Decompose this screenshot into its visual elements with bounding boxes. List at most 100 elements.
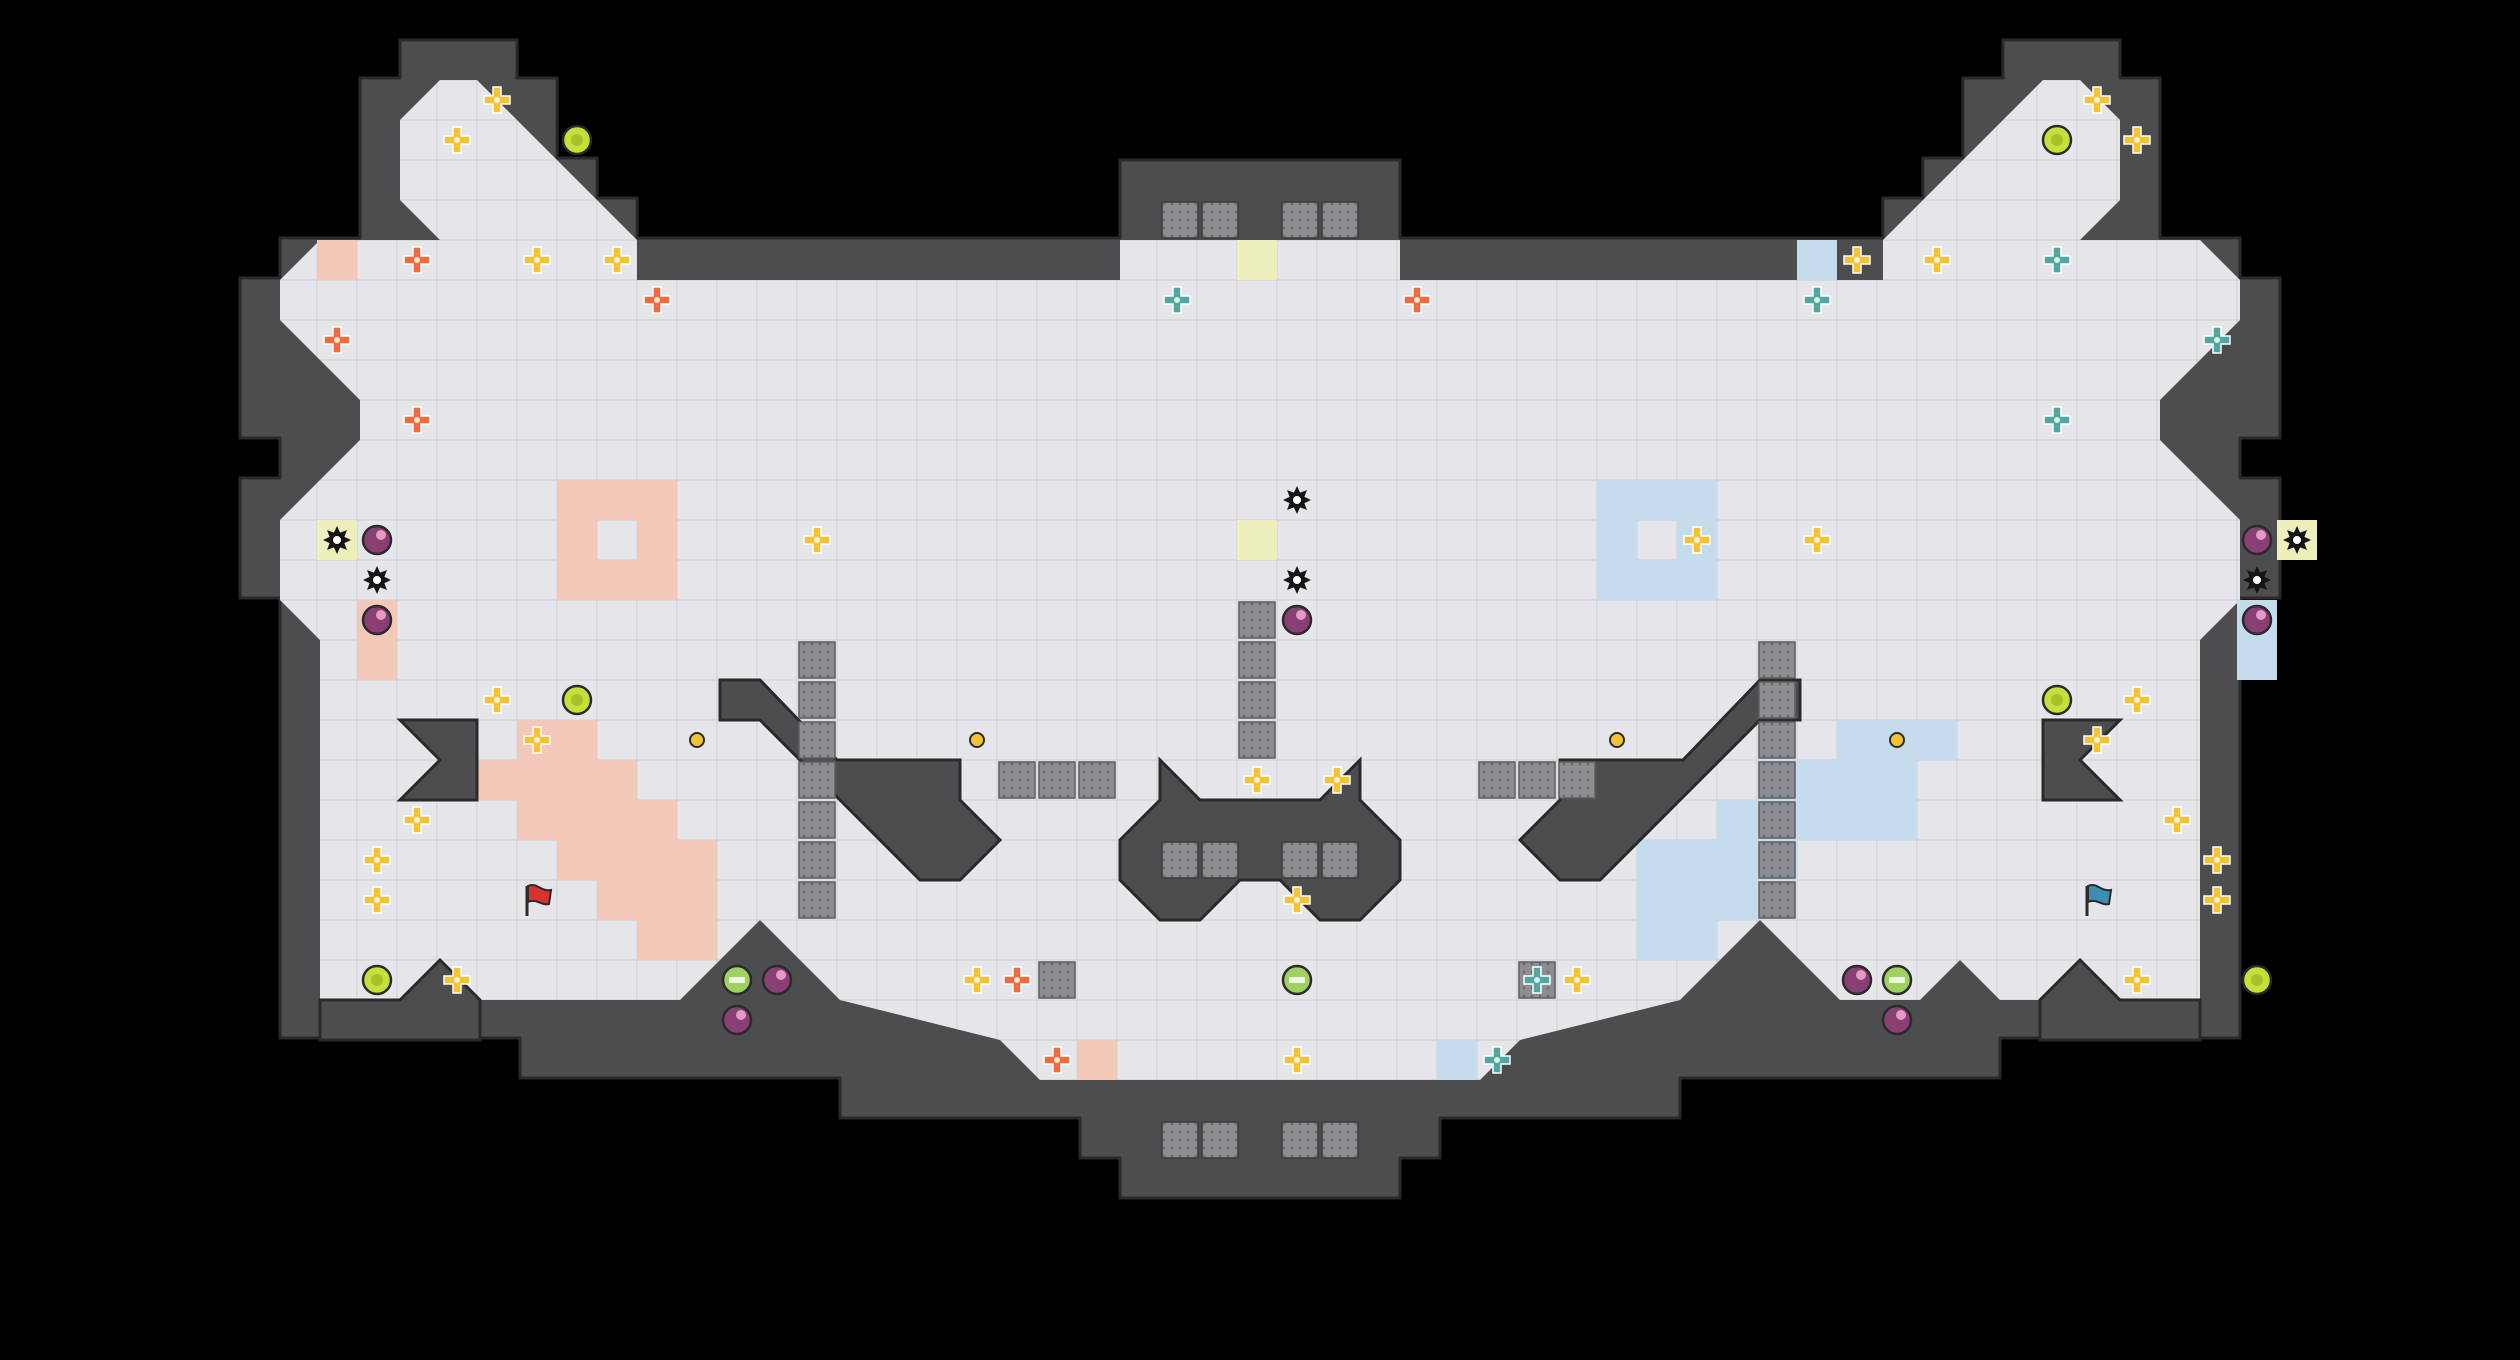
neutral-boost-icon xyxy=(1323,766,1351,794)
teal-boost-icon xyxy=(1803,286,1831,314)
neutral-boost-icon xyxy=(443,966,471,994)
gate-block xyxy=(1201,1121,1239,1159)
blue-zone-tile xyxy=(1637,840,1677,880)
grate-block xyxy=(1478,761,1516,799)
bomb-body xyxy=(721,1004,753,1036)
gate-switch-icon xyxy=(1881,964,1913,996)
red-zone-tile xyxy=(597,480,637,520)
neutral-boost-icon xyxy=(1283,1046,1311,1074)
gate-switch-icon xyxy=(1281,964,1313,996)
bomb-shine xyxy=(776,970,786,980)
boost-center xyxy=(494,97,500,103)
button-icon xyxy=(689,732,705,748)
bomb-body xyxy=(761,964,793,996)
red-zone-tile xyxy=(637,560,677,600)
blue-zone-tile xyxy=(1717,880,1757,920)
teal-boost-icon xyxy=(1483,1046,1511,1074)
grate-block xyxy=(1758,681,1796,719)
red-zone-tile xyxy=(677,920,717,960)
gate-bar xyxy=(1889,977,1905,983)
gate-block xyxy=(1161,841,1199,879)
boost-center xyxy=(1814,537,1820,543)
bomb-icon xyxy=(2241,524,2273,556)
blue-zone-tile xyxy=(2237,640,2277,680)
spike-icon xyxy=(363,566,391,594)
blue-zone-tile xyxy=(1637,920,1677,960)
grate-block xyxy=(998,761,1036,799)
neutral-boost-icon xyxy=(523,726,551,754)
red-zone-tile xyxy=(517,760,557,800)
bomb-icon xyxy=(721,1004,753,1036)
bomb-body xyxy=(2241,524,2273,556)
blue-zone-tile xyxy=(1917,720,1957,760)
grate-block xyxy=(1758,761,1796,799)
grate-block xyxy=(798,681,836,719)
button-disc xyxy=(1889,732,1905,748)
teal-boost-icon xyxy=(2043,406,2071,434)
boost-center xyxy=(1054,1057,1060,1063)
bomb-shine xyxy=(2256,530,2266,540)
blue-zone-tile xyxy=(1797,800,1837,840)
blue-zone-tile xyxy=(1437,1040,1477,1080)
red-zone-tile xyxy=(597,760,637,800)
gate-block xyxy=(1201,841,1239,879)
blue-zone-tile xyxy=(1837,720,1877,760)
bomb-icon xyxy=(2241,604,2273,636)
neutral-boost-icon xyxy=(803,526,831,554)
boost-center xyxy=(974,977,980,983)
blue-zone-tile xyxy=(1677,920,1717,960)
spike-hole xyxy=(373,576,381,584)
powerup-core xyxy=(571,134,583,146)
powerup-icon xyxy=(2041,124,2073,156)
blue-zone-tile xyxy=(1677,480,1717,520)
boost-center xyxy=(494,697,500,703)
boost-center xyxy=(2134,977,2140,983)
gate-block xyxy=(1321,1121,1359,1159)
neutral-boost-icon xyxy=(523,246,551,274)
bomb-body xyxy=(1281,604,1313,636)
red-zone-tile xyxy=(477,760,517,800)
red-boost-icon xyxy=(643,286,671,314)
blue-zone-tile xyxy=(1597,520,1637,560)
spike-hole xyxy=(333,536,341,544)
red-zone-tile xyxy=(637,480,677,520)
neutral-boost-icon xyxy=(2083,86,2111,114)
button-icon xyxy=(1889,732,1905,748)
red-flag-icon[interactable] xyxy=(525,884,553,916)
neutral-boost-icon xyxy=(1803,526,1831,554)
flag-cloth xyxy=(527,884,553,906)
boost-center xyxy=(1934,257,1940,263)
button-disc xyxy=(1609,732,1625,748)
blue-zone-tile xyxy=(1597,480,1637,520)
red-zone-tile xyxy=(637,800,677,840)
blue-zone-tile xyxy=(1837,760,1877,800)
red-zone-tile xyxy=(557,840,597,880)
powerup-core xyxy=(2251,974,2263,986)
powerup-core xyxy=(571,694,583,706)
grate-block xyxy=(1238,641,1276,679)
gate-block xyxy=(1281,841,1319,879)
teal-boost-icon xyxy=(2203,326,2231,354)
spike-icon xyxy=(2283,526,2311,554)
spike-icon xyxy=(1283,566,1311,594)
button-disc xyxy=(689,732,705,748)
gate-switch-icon xyxy=(721,964,753,996)
boost-center xyxy=(1814,297,1820,303)
spike-icon xyxy=(1283,486,1311,514)
blue-flag-icon[interactable] xyxy=(2085,884,2113,916)
teal-boost-icon xyxy=(2043,246,2071,274)
powerup-icon xyxy=(2241,964,2273,996)
grate-block xyxy=(798,881,836,919)
boost-center xyxy=(1294,1057,1300,1063)
neutral-boost-icon xyxy=(2163,806,2191,834)
red-zone-tile xyxy=(557,720,597,760)
blue-zone-tile xyxy=(1597,560,1637,600)
red-boost-icon xyxy=(403,406,431,434)
bomb-icon xyxy=(761,964,793,996)
red-boost-icon xyxy=(1403,286,1431,314)
neutral-pad-tile xyxy=(1237,520,1277,560)
grate-block xyxy=(1038,961,1076,999)
boost-center xyxy=(1534,977,1540,983)
neutral-boost-icon xyxy=(603,246,631,274)
